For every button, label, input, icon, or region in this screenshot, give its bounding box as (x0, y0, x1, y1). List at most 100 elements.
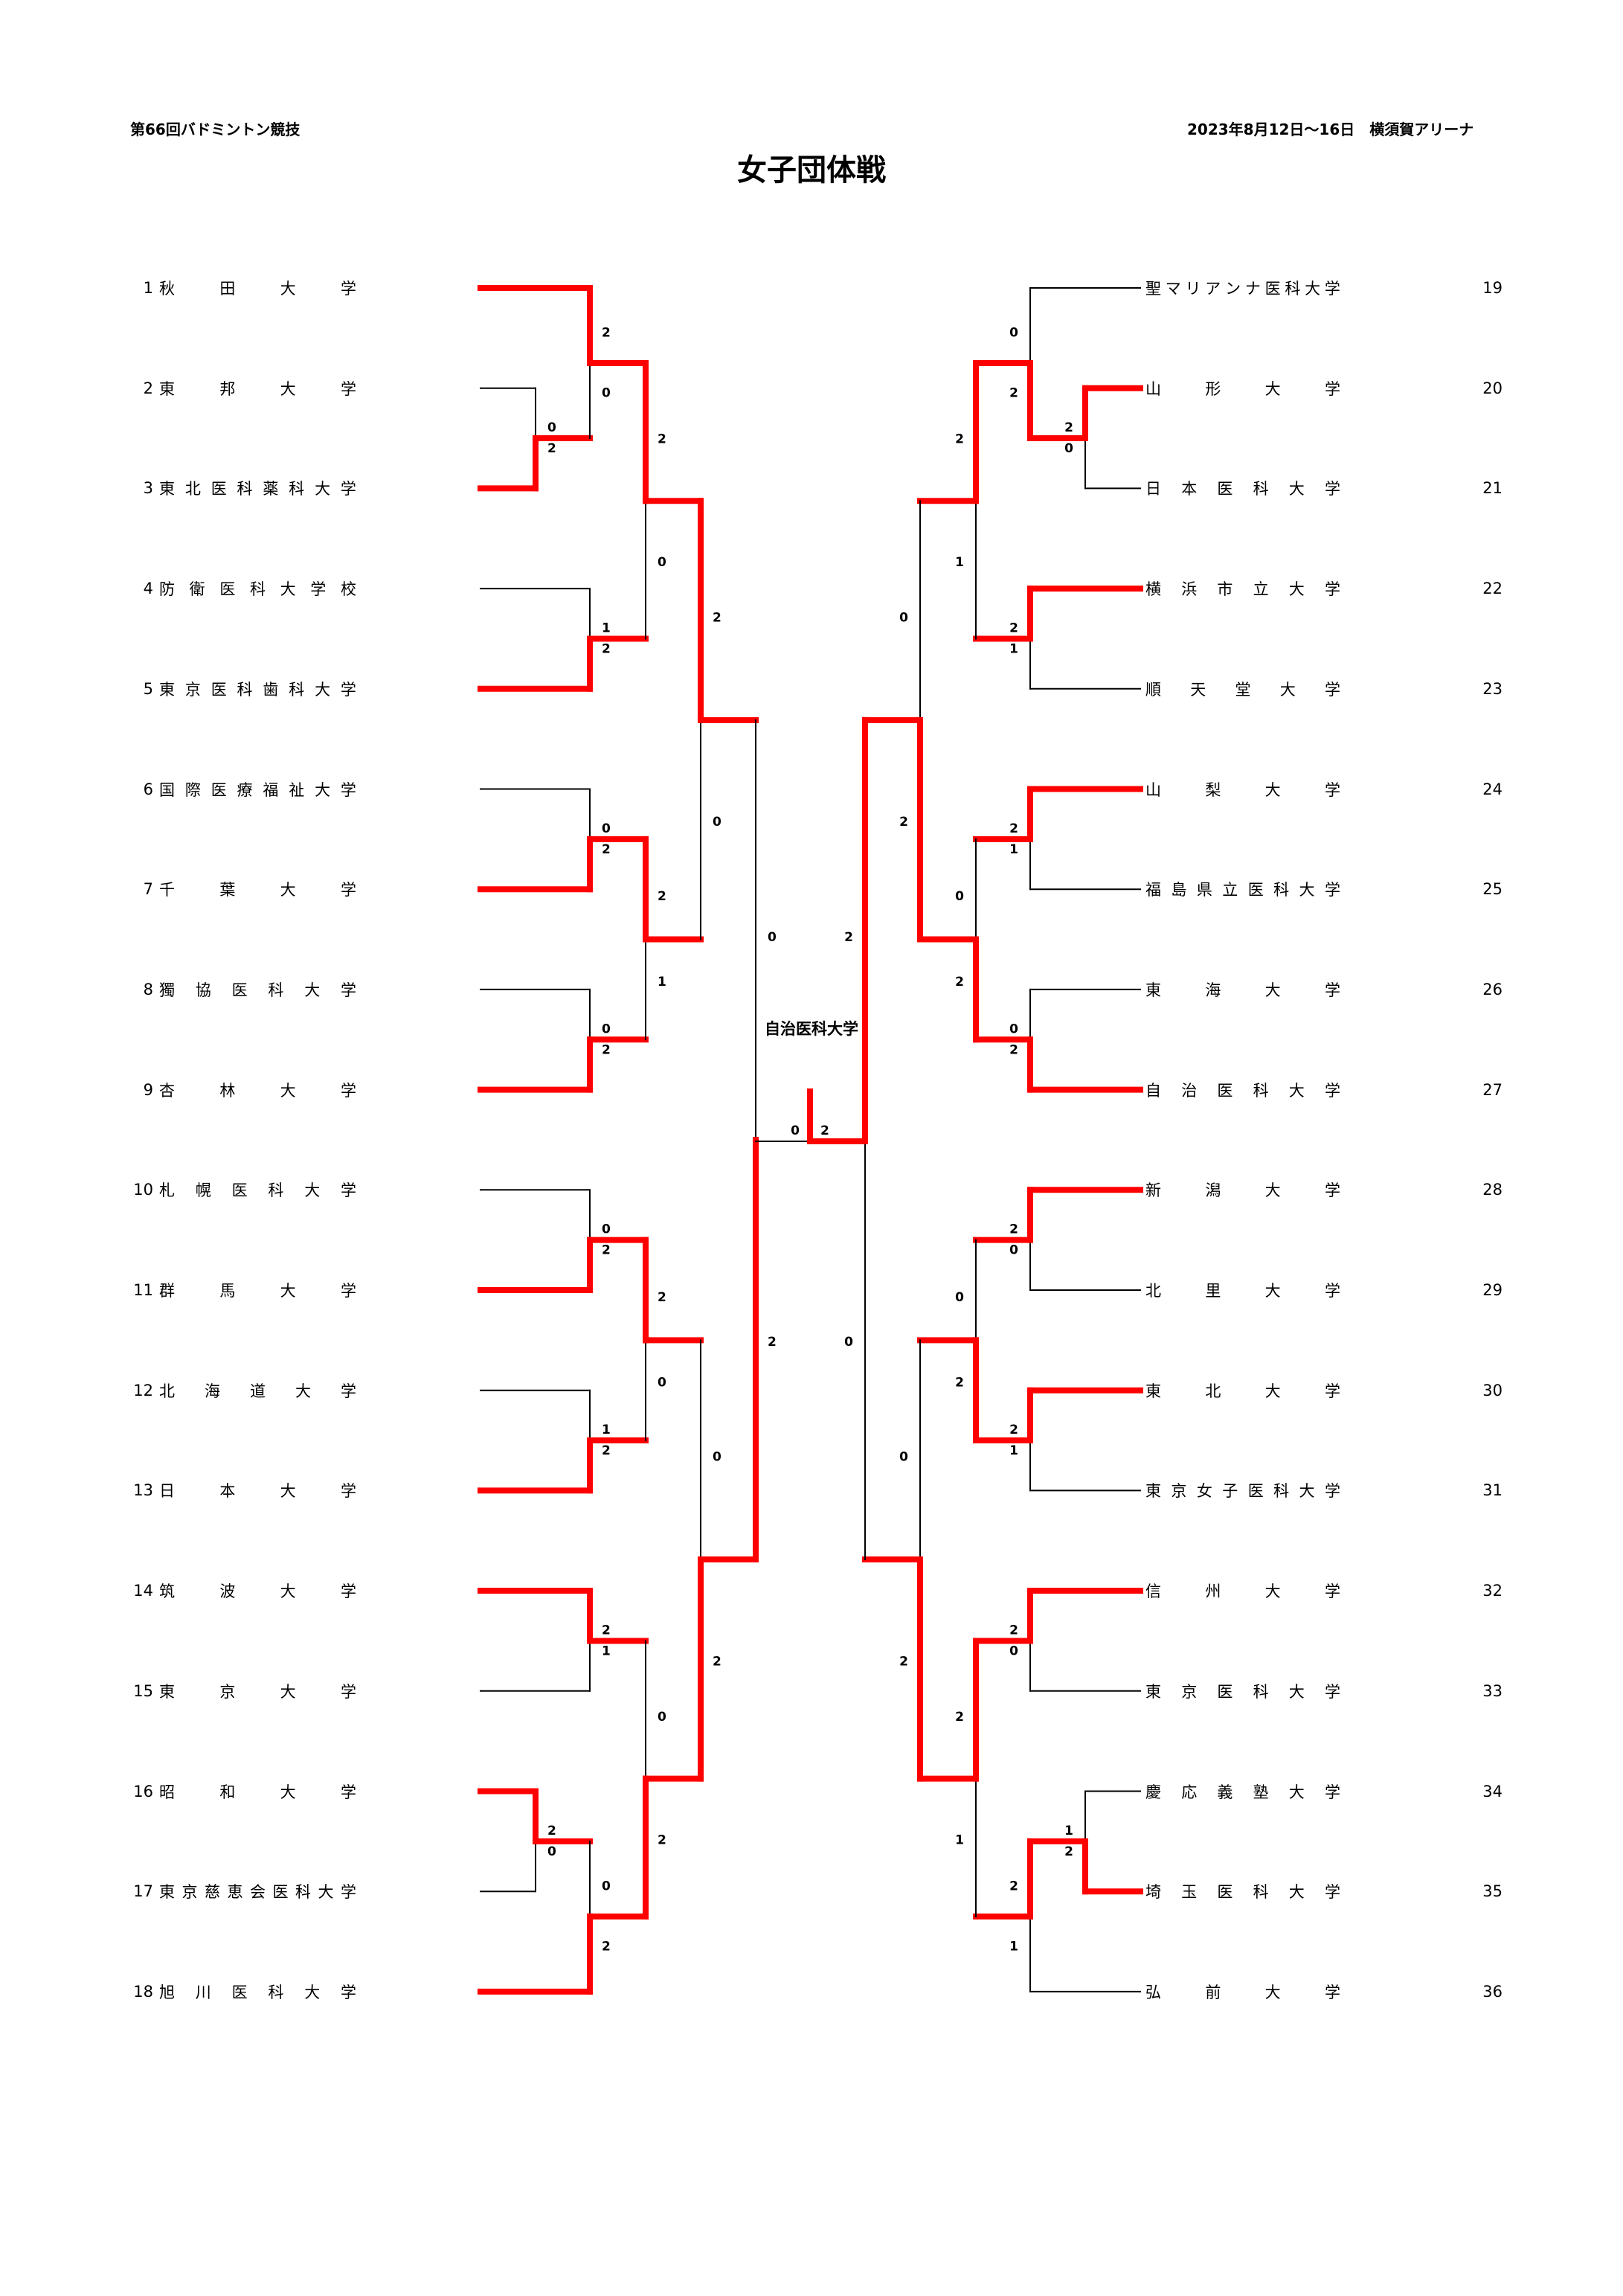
seed-number: 36 (1482, 1982, 1503, 2001)
name-char: 京 (1181, 1682, 1198, 1701)
name-char: 大 (304, 981, 321, 999)
name-char: 学 (340, 1983, 356, 2001)
match-score: 0 (955, 889, 964, 904)
match-score: 2 (658, 1832, 666, 1847)
name-char: 道 (250, 1382, 266, 1400)
match-score: 2 (955, 975, 964, 990)
name-char: 獨 (159, 981, 175, 999)
name-char: 学 (1324, 981, 1340, 999)
event-date-venue: 2023年8月12日～16日 横須賀アリーナ (1187, 121, 1474, 138)
match-score: 0 (602, 1222, 611, 1237)
seed-number: 1 (143, 279, 153, 297)
team-name: 東京医科大学 (1145, 1680, 1340, 1702)
name-char: 大 (280, 1783, 296, 1801)
name-char: 学 (340, 1282, 356, 1300)
team-name: 筑波大学 (159, 1580, 356, 1602)
name-char: 医 (1217, 480, 1233, 498)
match-score: 0 (1009, 1644, 1018, 1658)
name-char: 葉 (219, 881, 236, 900)
name-char: 衛 (189, 580, 205, 599)
team-name: 東北大学 (1145, 1379, 1340, 1402)
name-char: 京 (181, 1883, 198, 1902)
seed-number: 30 (1482, 1381, 1503, 1399)
match-score: 2 (844, 930, 853, 945)
name-char: 科 (1253, 1883, 1269, 1902)
seed-number: 29 (1482, 1281, 1503, 1299)
name-char: 学 (1324, 1482, 1340, 1501)
name-char: 杏 (159, 1081, 175, 1100)
name-char: 大 (304, 1181, 321, 1200)
name-char: 梨 (1205, 780, 1221, 799)
team-name: 東邦大学 (159, 377, 356, 400)
name-char: 大 (1299, 881, 1315, 900)
match-score: 0 (658, 1376, 666, 1391)
name-char: 大 (280, 1081, 296, 1100)
match-score: 2 (602, 842, 611, 857)
name-char: 大 (315, 680, 331, 699)
name-char: 大 (1264, 1382, 1281, 1400)
match-score: 2 (713, 1654, 721, 1669)
name-char: 信 (1145, 1582, 1161, 1601)
event-name: 第66回バドミントン競技 (130, 121, 301, 138)
name-char: 学 (340, 1482, 356, 1501)
name-char: 医 (1247, 1482, 1264, 1501)
seed-number: 12 (133, 1381, 153, 1399)
name-char: 医 (272, 1883, 289, 1902)
name-char: 義 (1217, 1783, 1233, 1801)
name-char: 大 (295, 1382, 311, 1400)
name-char: 学 (340, 1181, 356, 1200)
name-char: 医 (210, 480, 227, 498)
name-char: 幌 (195, 1181, 211, 1200)
name-char: 学 (341, 1382, 356, 1400)
seed-number: 35 (1482, 1882, 1503, 1901)
name-char: 天 (1190, 680, 1206, 699)
name-char: 山 (1145, 379, 1161, 398)
name-char: 東 (159, 1883, 175, 1902)
name-char: 大 (318, 1883, 334, 1902)
name-char: 京 (1171, 1482, 1187, 1501)
name-char: 波 (219, 1582, 236, 1601)
name-char: 応 (1181, 1783, 1198, 1801)
team-name: 弘前大学 (1145, 1981, 1340, 2003)
team-name: 千葉大学 (159, 878, 356, 900)
name-char: 科 (1285, 280, 1301, 298)
name-char: 学 (1325, 680, 1340, 699)
team-entry: 6 国際医療福祉大学 (126, 778, 356, 801)
match-score: 2 (899, 815, 908, 830)
name-char: 学 (340, 1783, 356, 1801)
name-char: 学 (1324, 881, 1340, 900)
name-char: 大 (280, 1682, 296, 1701)
name-char: 防 (159, 580, 175, 599)
seed-number: 28 (1482, 1181, 1503, 1199)
seed-number: 20 (1482, 379, 1503, 397)
name-char: 会 (250, 1883, 266, 1902)
name-char: 科 (289, 480, 305, 498)
match-score: 2 (1009, 621, 1018, 635)
name-char: 大 (1264, 780, 1281, 799)
name-char: 学 (1324, 780, 1340, 799)
team-name: 国際医療福祉大学 (159, 778, 356, 801)
match-score: 2 (1064, 1844, 1073, 1859)
match-score: 1 (602, 1423, 611, 1437)
name-char: 福 (263, 780, 279, 799)
name-char: 恵 (227, 1883, 243, 1902)
name-char: 北 (159, 1382, 175, 1400)
name-char: 市 (1217, 580, 1233, 599)
name-char: 筑 (159, 1582, 175, 1601)
match-score: 1 (955, 1832, 964, 1847)
name-char: 女 (1196, 1482, 1212, 1501)
seed-number: 6 (143, 780, 153, 798)
match-score: 1 (1009, 1939, 1018, 1954)
match-score: 2 (1009, 386, 1018, 401)
name-char: 邦 (219, 379, 236, 398)
